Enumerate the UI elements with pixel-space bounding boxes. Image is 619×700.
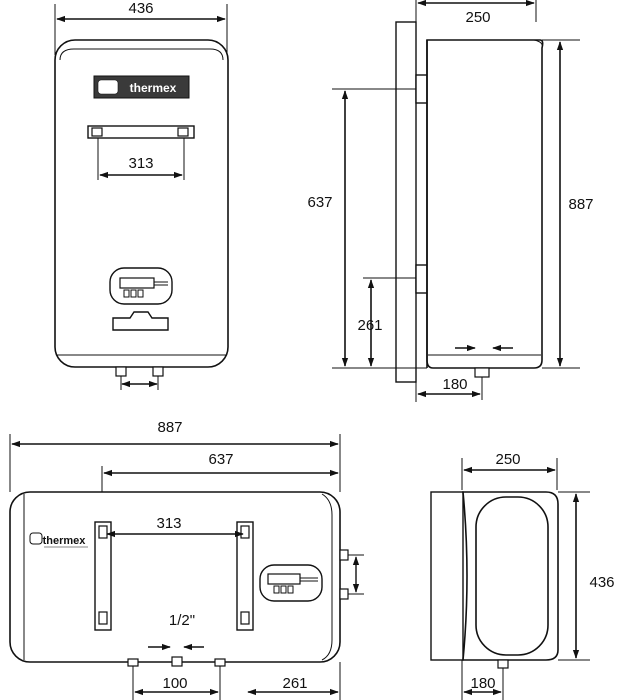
end-outlet-label: 180: [470, 675, 495, 692]
brand-logo-text: thermex: [130, 81, 177, 95]
pipe-right: [152, 366, 164, 377]
outlet-dimension-label: 180: [442, 376, 467, 393]
height-dimension-label: 887: [568, 196, 593, 213]
bracket-dimension-label-h: 313: [156, 515, 181, 532]
end-cap-inner: [475, 496, 549, 656]
offset-dimension-label: 261: [282, 675, 307, 692]
brand-logo-horizontal: thermex: [29, 532, 88, 548]
length-dimension-label: 887: [157, 419, 182, 436]
control-panel-h: [259, 564, 323, 602]
bracket-left-h: [94, 521, 112, 631]
front-vertical-view: 436 thermex 313: [54, 0, 229, 390]
brand-logo-plate: thermex: [93, 75, 190, 99]
bracket-span-label: 637: [307, 194, 332, 211]
wall-plate-h: [430, 491, 464, 661]
pipe-left: [115, 366, 127, 377]
end-height-label: 436: [589, 574, 614, 591]
brand-logo-text-h: thermex: [43, 535, 87, 547]
end-depth-label: 250: [495, 451, 520, 468]
heater-body-front: [54, 39, 229, 368]
side-vertical-view: 250 180 887 637 261: [307, 0, 594, 402]
depth-dimension-label: 250: [465, 9, 490, 26]
heater-body-side: [426, 39, 544, 369]
pipe-spacing-label-h: 100: [162, 675, 187, 692]
end-horizontal-view: 250 180 436: [430, 451, 615, 700]
control-panel: [109, 267, 173, 331]
wall-plate: [395, 21, 417, 383]
width-dimension-label: 436: [128, 0, 153, 17]
bracket-span-label-h: 637: [208, 451, 233, 468]
lower-bracket-label: 261: [357, 317, 382, 334]
mounting-bracket: [87, 125, 195, 180]
bracket-dimension-label: 313: [128, 155, 153, 172]
front-horizontal-view: 887 637 thermex 313: [9, 419, 364, 700]
bracket-right-h: [236, 521, 254, 631]
pipe-size-label: 1/2": [169, 612, 195, 629]
